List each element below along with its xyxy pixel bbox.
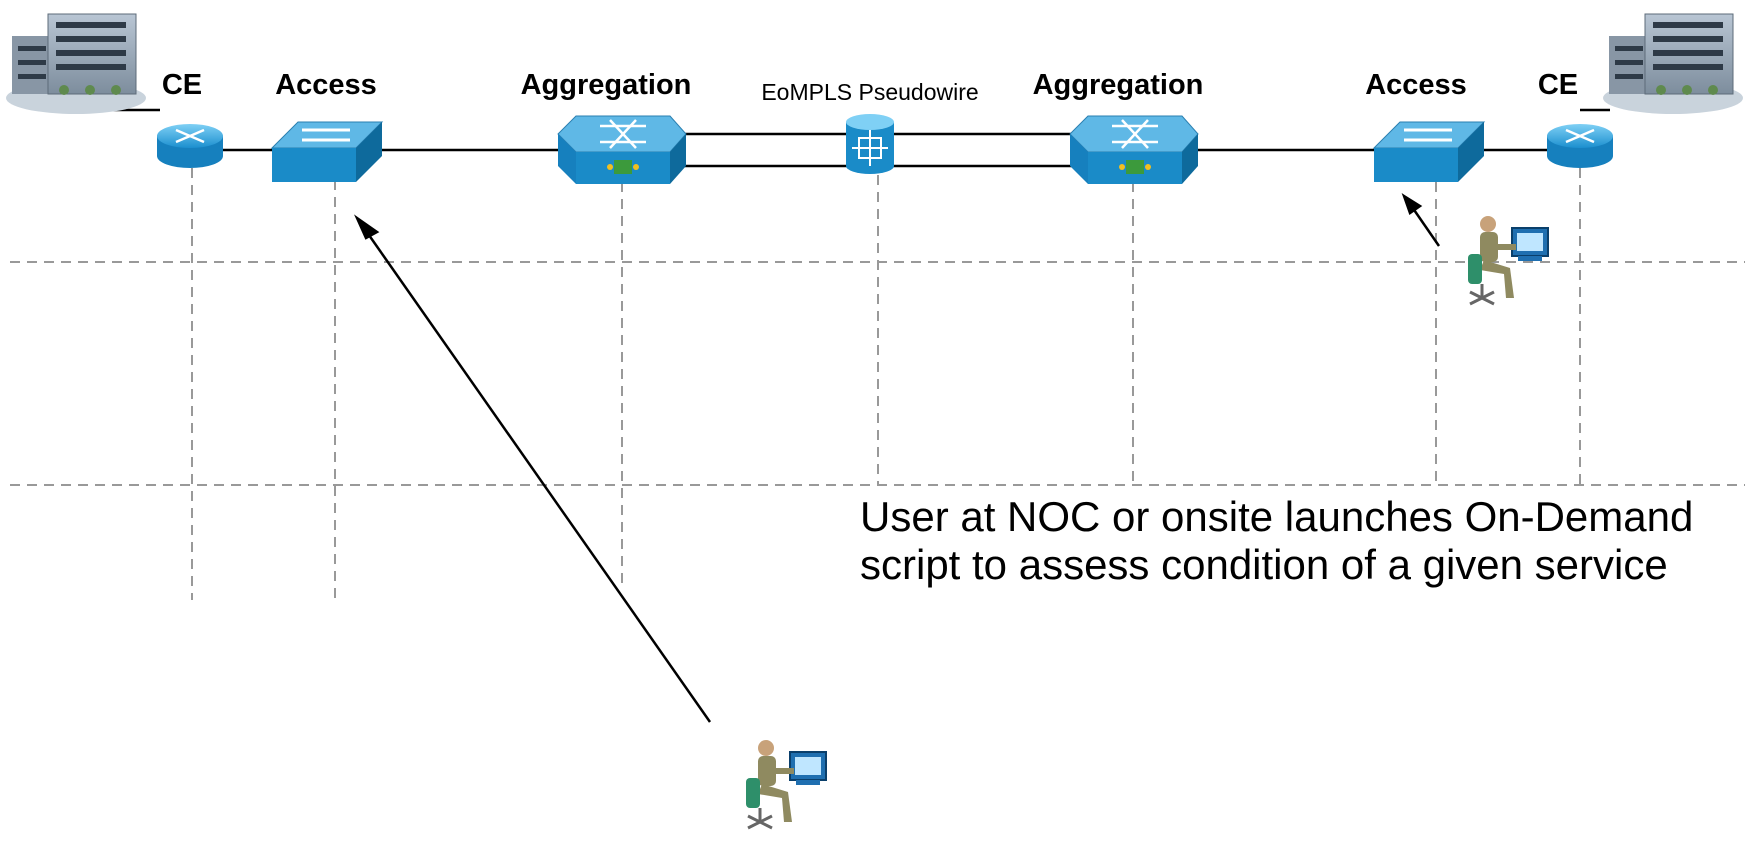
arrow-user-left-line <box>362 227 712 723</box>
aggregation-switch-icon <box>557 115 687 184</box>
label-aggregation-right: Aggregation <box>1033 69 1204 101</box>
switch-icon <box>270 121 384 182</box>
label-aggregation-left: Aggregation <box>521 69 692 101</box>
arrow-user-left-head <box>353 214 380 240</box>
label-pseudowire: EoMPLS Pseudowire <box>761 79 978 105</box>
arrows <box>353 193 1441 723</box>
arrow-user-right-head <box>1401 193 1423 215</box>
building-icon <box>6 13 146 114</box>
label-ce-left: CE <box>162 69 202 101</box>
label-access-right: Access <box>1365 69 1467 101</box>
switch-icon <box>1372 121 1486 182</box>
aggregation-switch-icon <box>1069 115 1199 184</box>
pseudowire-router-icon <box>846 114 894 174</box>
router-icon <box>157 124 223 168</box>
vertical-gridlines <box>191 168 1581 600</box>
user-at-computer-icon <box>746 740 827 830</box>
description-text: User at NOC or onsite launches On-Demand… <box>860 493 1694 588</box>
label-ce-right: CE <box>1538 69 1578 101</box>
label-access-left: Access <box>275 69 377 101</box>
building-icon <box>1603 13 1743 114</box>
router-icon <box>1547 124 1613 168</box>
user-at-computer-icon <box>1468 216 1549 306</box>
